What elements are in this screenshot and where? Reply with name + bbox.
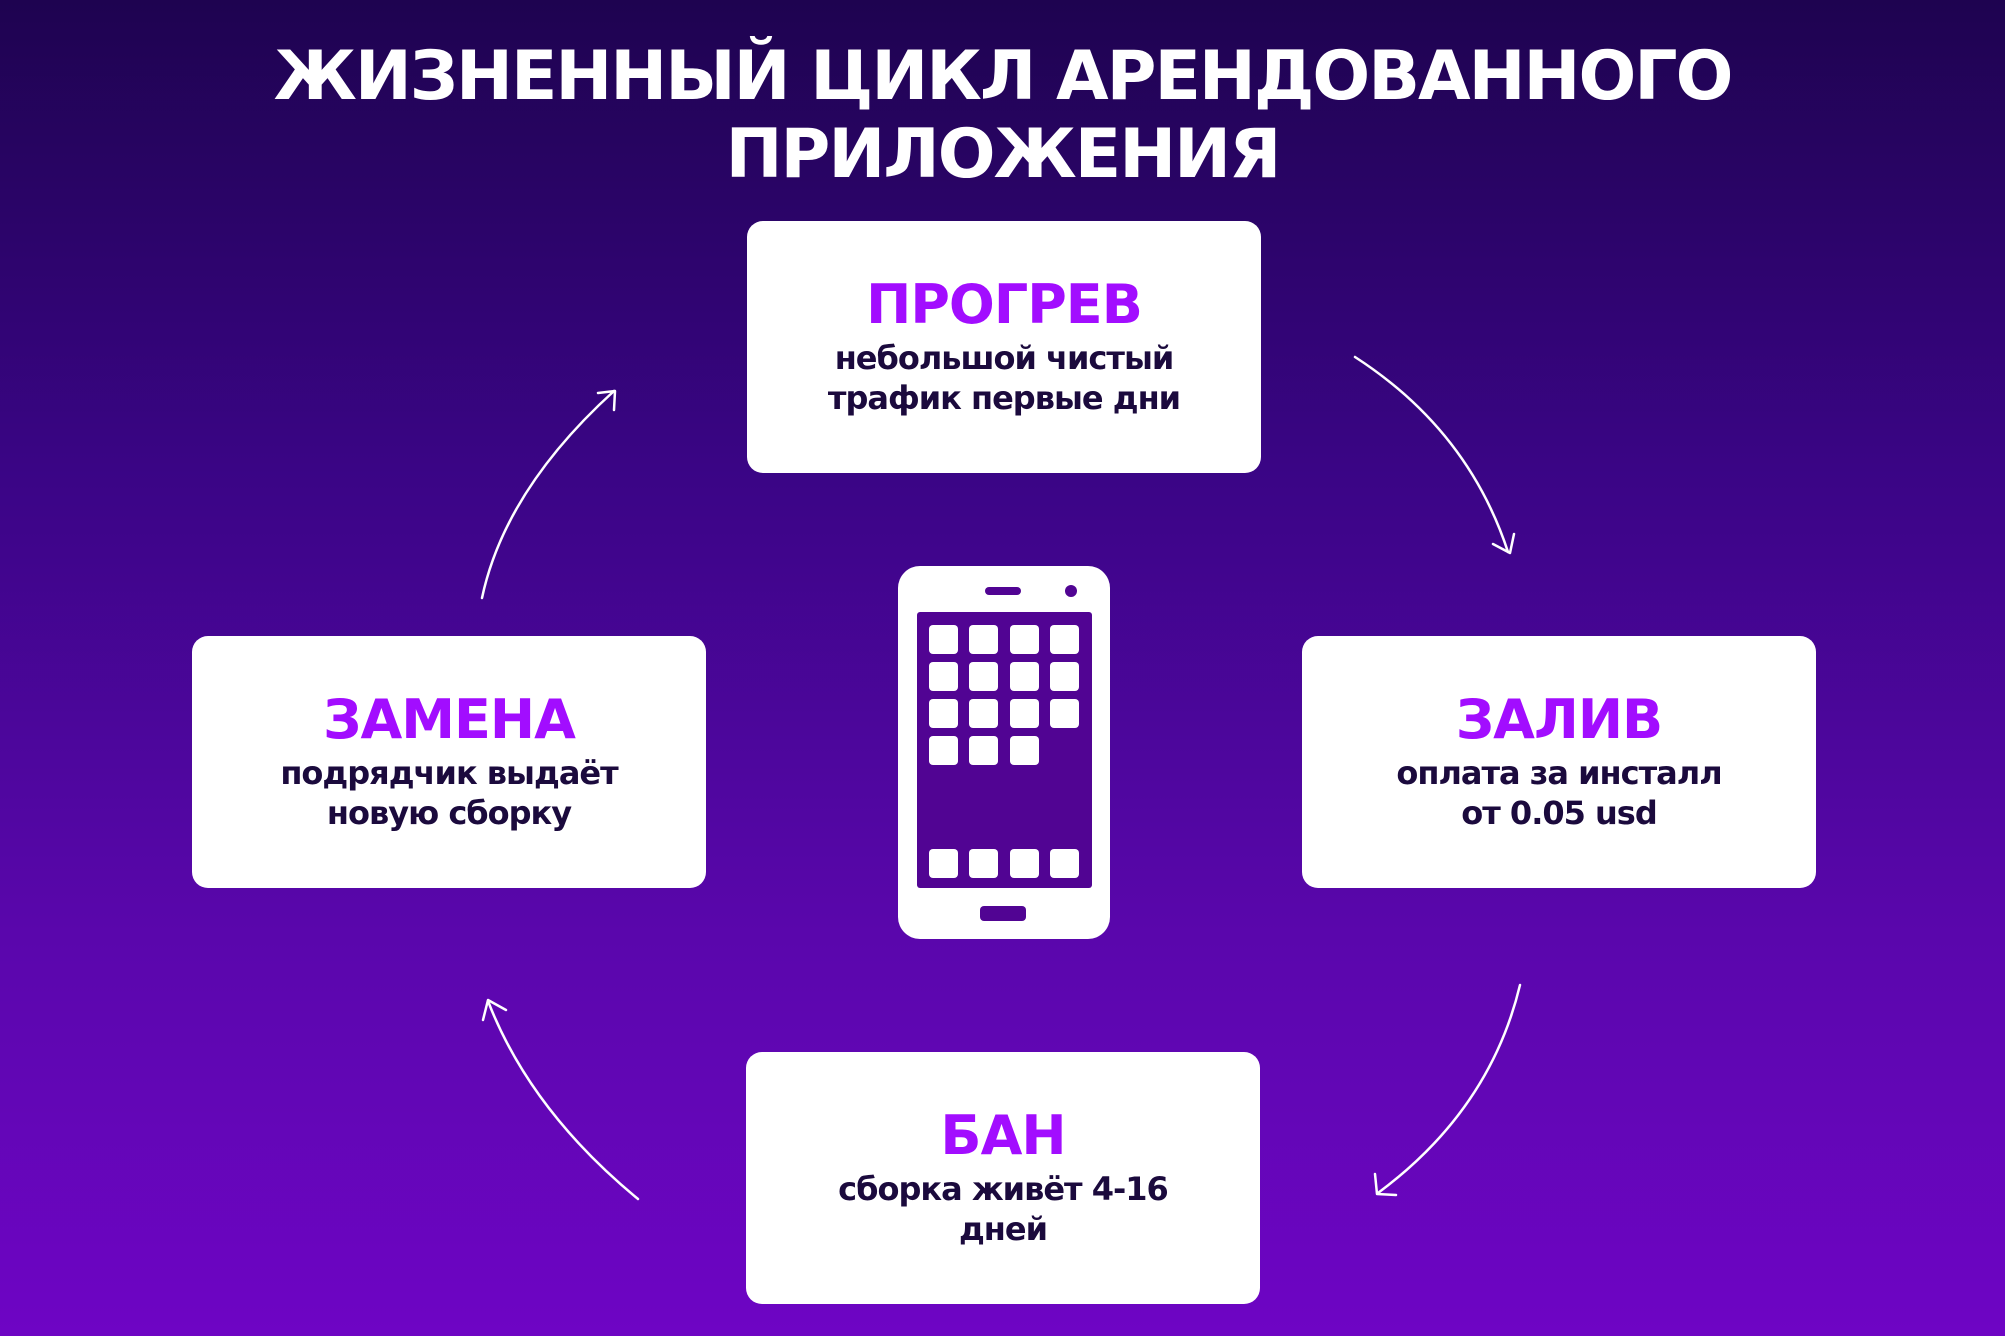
stage-title: БАН (940, 1104, 1066, 1167)
app-tile-icon (929, 736, 958, 765)
dock-app-icon (1010, 849, 1039, 878)
stage-card-traffic: ЗАЛИВ оплата за инсталл от 0.05 usd (1302, 636, 1816, 888)
page-title-line1: ЖИЗНЕННЫЙ ЦИКЛ АРЕНДОВАННОГО (273, 37, 1734, 116)
stage-title: ПРОГРЕВ (866, 273, 1143, 336)
app-tile-icon (1010, 662, 1039, 691)
stage-title: ЗАМЕНА (323, 688, 576, 751)
app-tile-icon (1050, 625, 1079, 654)
stage-desc-line1: сборка живёт 4-16 (838, 1170, 1169, 1208)
stage-desc-line2: от 0.05 usd (1461, 794, 1657, 832)
cycle-arrow-icon (480, 389, 617, 600)
stage-desc-line2: дней (958, 1210, 1048, 1248)
page-title: ЖИЗНЕННЫЙ ЦИКЛ АРЕНДОВАННОГО ПРИЛОЖЕНИЯ (0, 38, 2005, 194)
stage-card-warmup: ПРОГРЕВ небольшой чистый трафик первые д… (747, 221, 1261, 473)
stage-desc-line1: подрядчик выдаёт (280, 754, 618, 792)
app-tile-icon (1010, 736, 1039, 765)
app-tile-icon (969, 699, 998, 728)
app-tile-icon (1050, 662, 1079, 691)
app-tile-icon (969, 625, 998, 654)
stage-desc-line1: оплата за инсталл (1396, 754, 1722, 792)
app-tile-icon (969, 736, 998, 765)
stage-desc-line1: небольшой чистый (834, 339, 1175, 377)
stage-desc-line2: трафик первые дни (827, 379, 1181, 417)
app-tile-icon (929, 625, 958, 654)
cycle-arrow-icon (1353, 355, 1516, 555)
stage-desc-line2: новую сборку (326, 794, 572, 832)
cycle-arrow-icon (481, 998, 640, 1201)
dock-app-icon (1050, 849, 1079, 878)
dock-app-icon (969, 849, 998, 878)
app-tile-icon (929, 699, 958, 728)
stage-card-replace: ЗАМЕНА подрядчик выдаёт новую сборку (192, 636, 706, 888)
dock-app-icon (929, 849, 958, 878)
app-tile-icon (1010, 625, 1039, 654)
page-title-line2: ПРИЛОЖЕНИЯ (725, 115, 1282, 194)
app-tile-icon (969, 662, 998, 691)
stage-card-ban: БАН сборка живёт 4-16 дней (746, 1052, 1260, 1304)
app-tile-icon (1010, 699, 1039, 728)
cycle-arrow-icon (1373, 983, 1522, 1197)
stage-title: ЗАЛИВ (1455, 688, 1663, 751)
smartphone-icon (898, 566, 1110, 939)
app-tile-icon (929, 662, 958, 691)
app-tile-icon (1050, 699, 1079, 728)
